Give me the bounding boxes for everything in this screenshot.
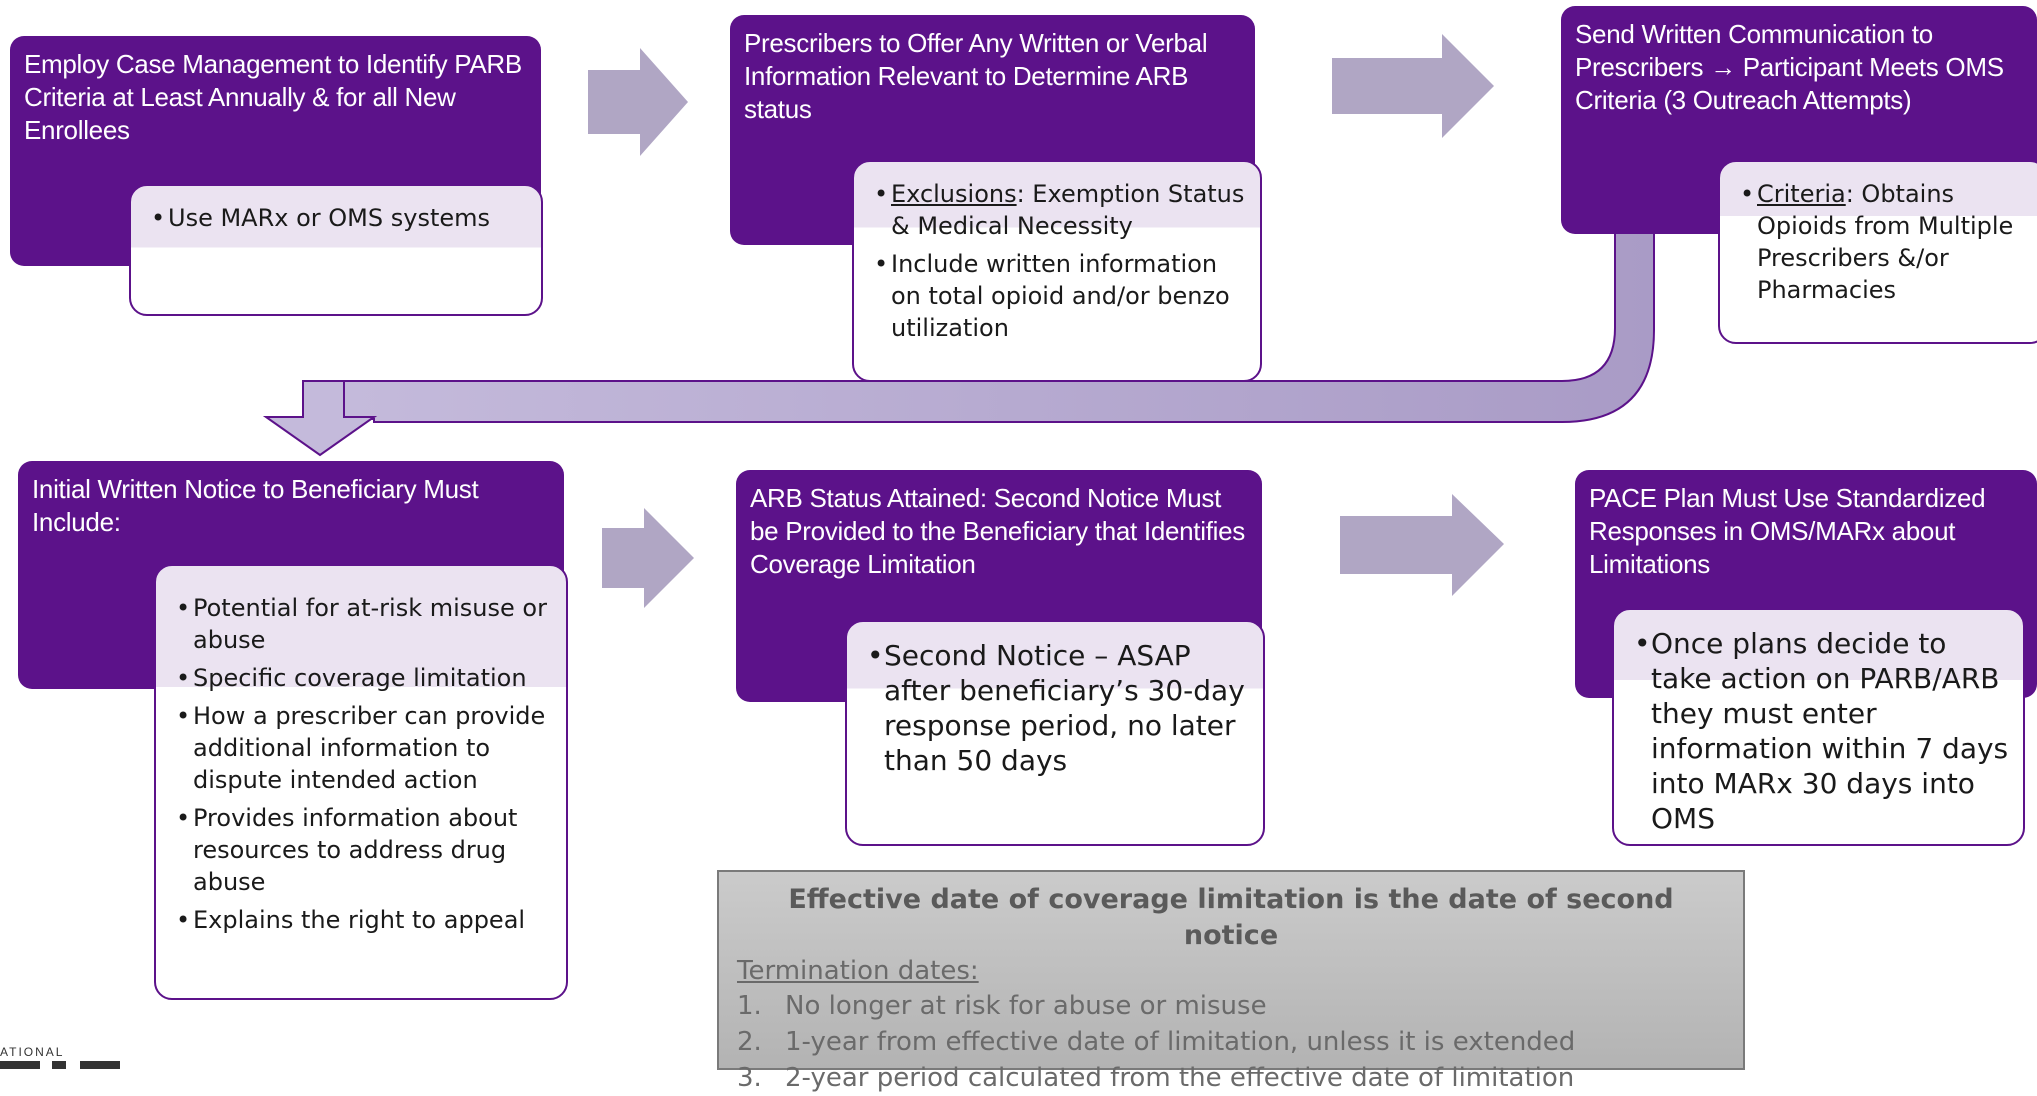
step1-title: Employ Case Management to Identify PARB …: [24, 49, 522, 145]
step4-title: Initial Written Notice to Beneficiary Mu…: [32, 474, 479, 537]
note-item-text: No longer at risk for abuse or misuse: [785, 991, 1267, 1021]
note-item: 3. 2-year period calculated from the effe…: [737, 1060, 1725, 1096]
step1-bullet: Use MARx or OMS systems: [151, 202, 527, 234]
note-item-number: 3.: [737, 1063, 762, 1093]
step4-bullet: Specific coverage limitation: [176, 662, 552, 694]
note-item-text: 2-year period calculated from the effect…: [785, 1063, 1575, 1093]
step3-title: Send Written Communication to Prescriber…: [1575, 19, 2004, 115]
step2-title: Prescribers to Offer Any Written or Verb…: [744, 28, 1208, 124]
step5-card: Second Notice – ASAP after beneficiary’s…: [845, 620, 1265, 846]
step4-bullet: Potential for at-risk misuse or abuse: [176, 592, 552, 656]
return-arrow-icon: [343, 204, 1655, 423]
step4-bullet: How a prescriber can provide additional …: [176, 700, 552, 796]
exclusions-text: : Exemption Status & Medical Necessity: [891, 180, 1245, 240]
step2-bullet-utilization: Include written information on total opi…: [874, 248, 1246, 344]
step4-bullet: Provides information about resources to …: [176, 802, 552, 898]
step5-bullet: Second Notice – ASAP after beneficiary’s…: [867, 638, 1249, 778]
step6-bullet: Once plans decide to take action on PARB…: [1634, 626, 2009, 836]
step6-title: PACE Plan Must Use Standardized Response…: [1589, 483, 1986, 579]
note-item-text: 1-year from effective date of limitation…: [785, 1027, 1576, 1057]
arrow-right-icon: [1340, 494, 1504, 596]
note-item-number: 1.: [737, 991, 762, 1021]
criteria-label: Criteria: [1757, 180, 1846, 208]
note-item: 1. No longer at risk for abuse or misuse: [737, 988, 1725, 1024]
note-item: 2. 1-year from effective date of limitati…: [737, 1024, 1725, 1060]
step2-bullet-exclusions: Exclusions: Exemption Status & Medical N…: [874, 178, 1246, 242]
arrow-right-icon: [1332, 34, 1494, 138]
step3-bullet-criteria: Criteria: Obtains Opioids from Multiple …: [1740, 178, 2032, 306]
logo-icon: [0, 1061, 120, 1069]
arrow-right-icon: [588, 48, 688, 156]
logo-text: ATIONAL: [0, 1045, 65, 1059]
step1-card: Use MARx or OMS systems: [129, 184, 543, 316]
step2-card: Exclusions: Exemption Status & Medical N…: [852, 160, 1262, 382]
step5-title: ARB Status Attained: Second Notice Must …: [750, 483, 1245, 579]
step6-card: Once plans decide to take action on PARB…: [1612, 608, 2025, 846]
criteria-text: : Obtains Opioids from Multiple Prescrib…: [1757, 180, 2014, 304]
arrow-right-icon: [602, 508, 694, 608]
flow-arrows: [262, 34, 1655, 608]
step4-card: Potential for at-risk misuse or abuse Sp…: [154, 564, 568, 1000]
note-item-number: 2.: [737, 1027, 762, 1057]
termination-note: Effective date of coverage limitation is…: [717, 870, 1745, 1093]
note-title: Effective date of coverage limitation is…: [788, 884, 1674, 951]
down-arrow-icon: [262, 380, 378, 457]
step3-card: Criteria: Obtains Opioids from Multiple …: [1718, 160, 2037, 344]
note-subtitle: Termination dates:: [737, 956, 979, 986]
step4-bullet: Explains the right to appeal: [176, 904, 552, 936]
exclusions-label: Exclusions: [891, 180, 1017, 208]
